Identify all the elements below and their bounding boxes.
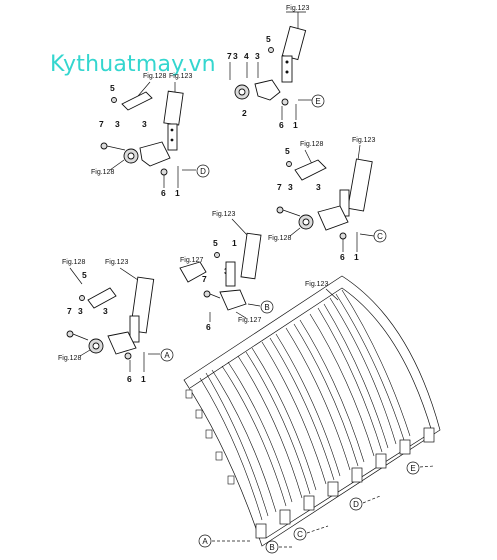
part-number: 3 — [142, 119, 147, 129]
fig-ref-label: Fig.123 — [169, 73, 192, 80]
part-number: 6 — [206, 322, 211, 332]
part-number: 3 — [103, 306, 108, 316]
fig-ref-label: Fig.128 — [300, 141, 323, 148]
fig-ref-label: Fig.127 — [238, 317, 261, 324]
curved-frame-assembly: Fig.123 — [183, 275, 441, 547]
callout-e: E — [315, 97, 320, 106]
fig-ref-label: Fig.128 — [143, 73, 166, 80]
part-number: 5 — [266, 34, 271, 44]
assembly-e: Fig.123 5 7 3 4 3 2 6 1 E — [227, 5, 325, 130]
part-number: 7 — [202, 274, 207, 284]
callout-b-bottom: B — [269, 543, 274, 552]
part-number: 1 — [354, 252, 359, 262]
assembly-a: Fig.128 Fig.123 5 7 3 3 Fig.128 6 1 — [58, 259, 174, 384]
callout-d-bottom: D — [353, 500, 359, 509]
part-number: 2 — [242, 108, 247, 118]
fig-ref-label: Fig.128 — [91, 169, 114, 176]
callout-e-bottom: E — [410, 464, 415, 473]
callout-b: B — [264, 303, 269, 312]
fig-ref-label: Fig.123 — [212, 211, 235, 218]
part-number: 3 — [316, 182, 321, 192]
callout-a: A — [164, 351, 170, 360]
part-number: 6 — [340, 252, 345, 262]
callout-c: C — [377, 232, 383, 241]
part-number: 1 — [141, 374, 146, 384]
part-number: 6 — [161, 188, 166, 198]
watermark: Kythuatmay.vn — [50, 52, 216, 77]
part-number: 3 — [78, 306, 83, 316]
fig-ref-label: Fig.123 — [352, 137, 375, 144]
part-number: 6 — [127, 374, 132, 384]
assembly-d: Fig.128 Fig.123 5 7 3 3 Fig.128 6 1 — [91, 73, 210, 198]
part-number: 7 — [277, 182, 282, 192]
part-number: 6 — [279, 120, 284, 130]
part-number: 1 — [293, 120, 298, 130]
part-number: 4 — [244, 51, 249, 61]
part-number: 3 — [288, 182, 293, 192]
part-number: 1 — [175, 188, 180, 198]
part-number: 5 — [213, 238, 218, 248]
part-number: 7 — [99, 119, 104, 129]
part-number: 3 — [255, 51, 260, 61]
part-number: 5 — [110, 83, 115, 93]
callout-d: D — [200, 167, 206, 176]
part-number: 1 — [232, 238, 237, 248]
part-number: 3 — [115, 119, 120, 129]
fig-ref-label: Fig.123 — [286, 5, 309, 12]
part-number: 5 — [82, 270, 87, 280]
part-number: 3 — [233, 51, 238, 61]
fig-ref-label: Fig.123 — [305, 281, 328, 288]
assembly-c: Fig.123 Fig.128 5 7 3 3 Fig.128 6 1 — [268, 137, 387, 262]
assembly-b: Fig.123 5 1 Fig.127 7 3 6 Fig.127 B — [179, 211, 274, 332]
bottom-callouts: A B C D E — [198, 461, 435, 554]
part-number: 7 — [227, 51, 232, 61]
part-number: 7 — [67, 306, 72, 316]
part-number: 5 — [285, 146, 290, 156]
fig-ref-label: Fig.127 — [180, 257, 203, 264]
callout-a-bottom: A — [202, 537, 208, 546]
fig-ref-label: Fig.128 — [58, 355, 81, 362]
callout-c-bottom: C — [297, 530, 303, 539]
fig-ref-label: Fig.123 — [105, 259, 128, 266]
fig-ref-label: Fig.128 — [62, 259, 85, 266]
fig-ref-label: Fig.128 — [268, 235, 291, 242]
